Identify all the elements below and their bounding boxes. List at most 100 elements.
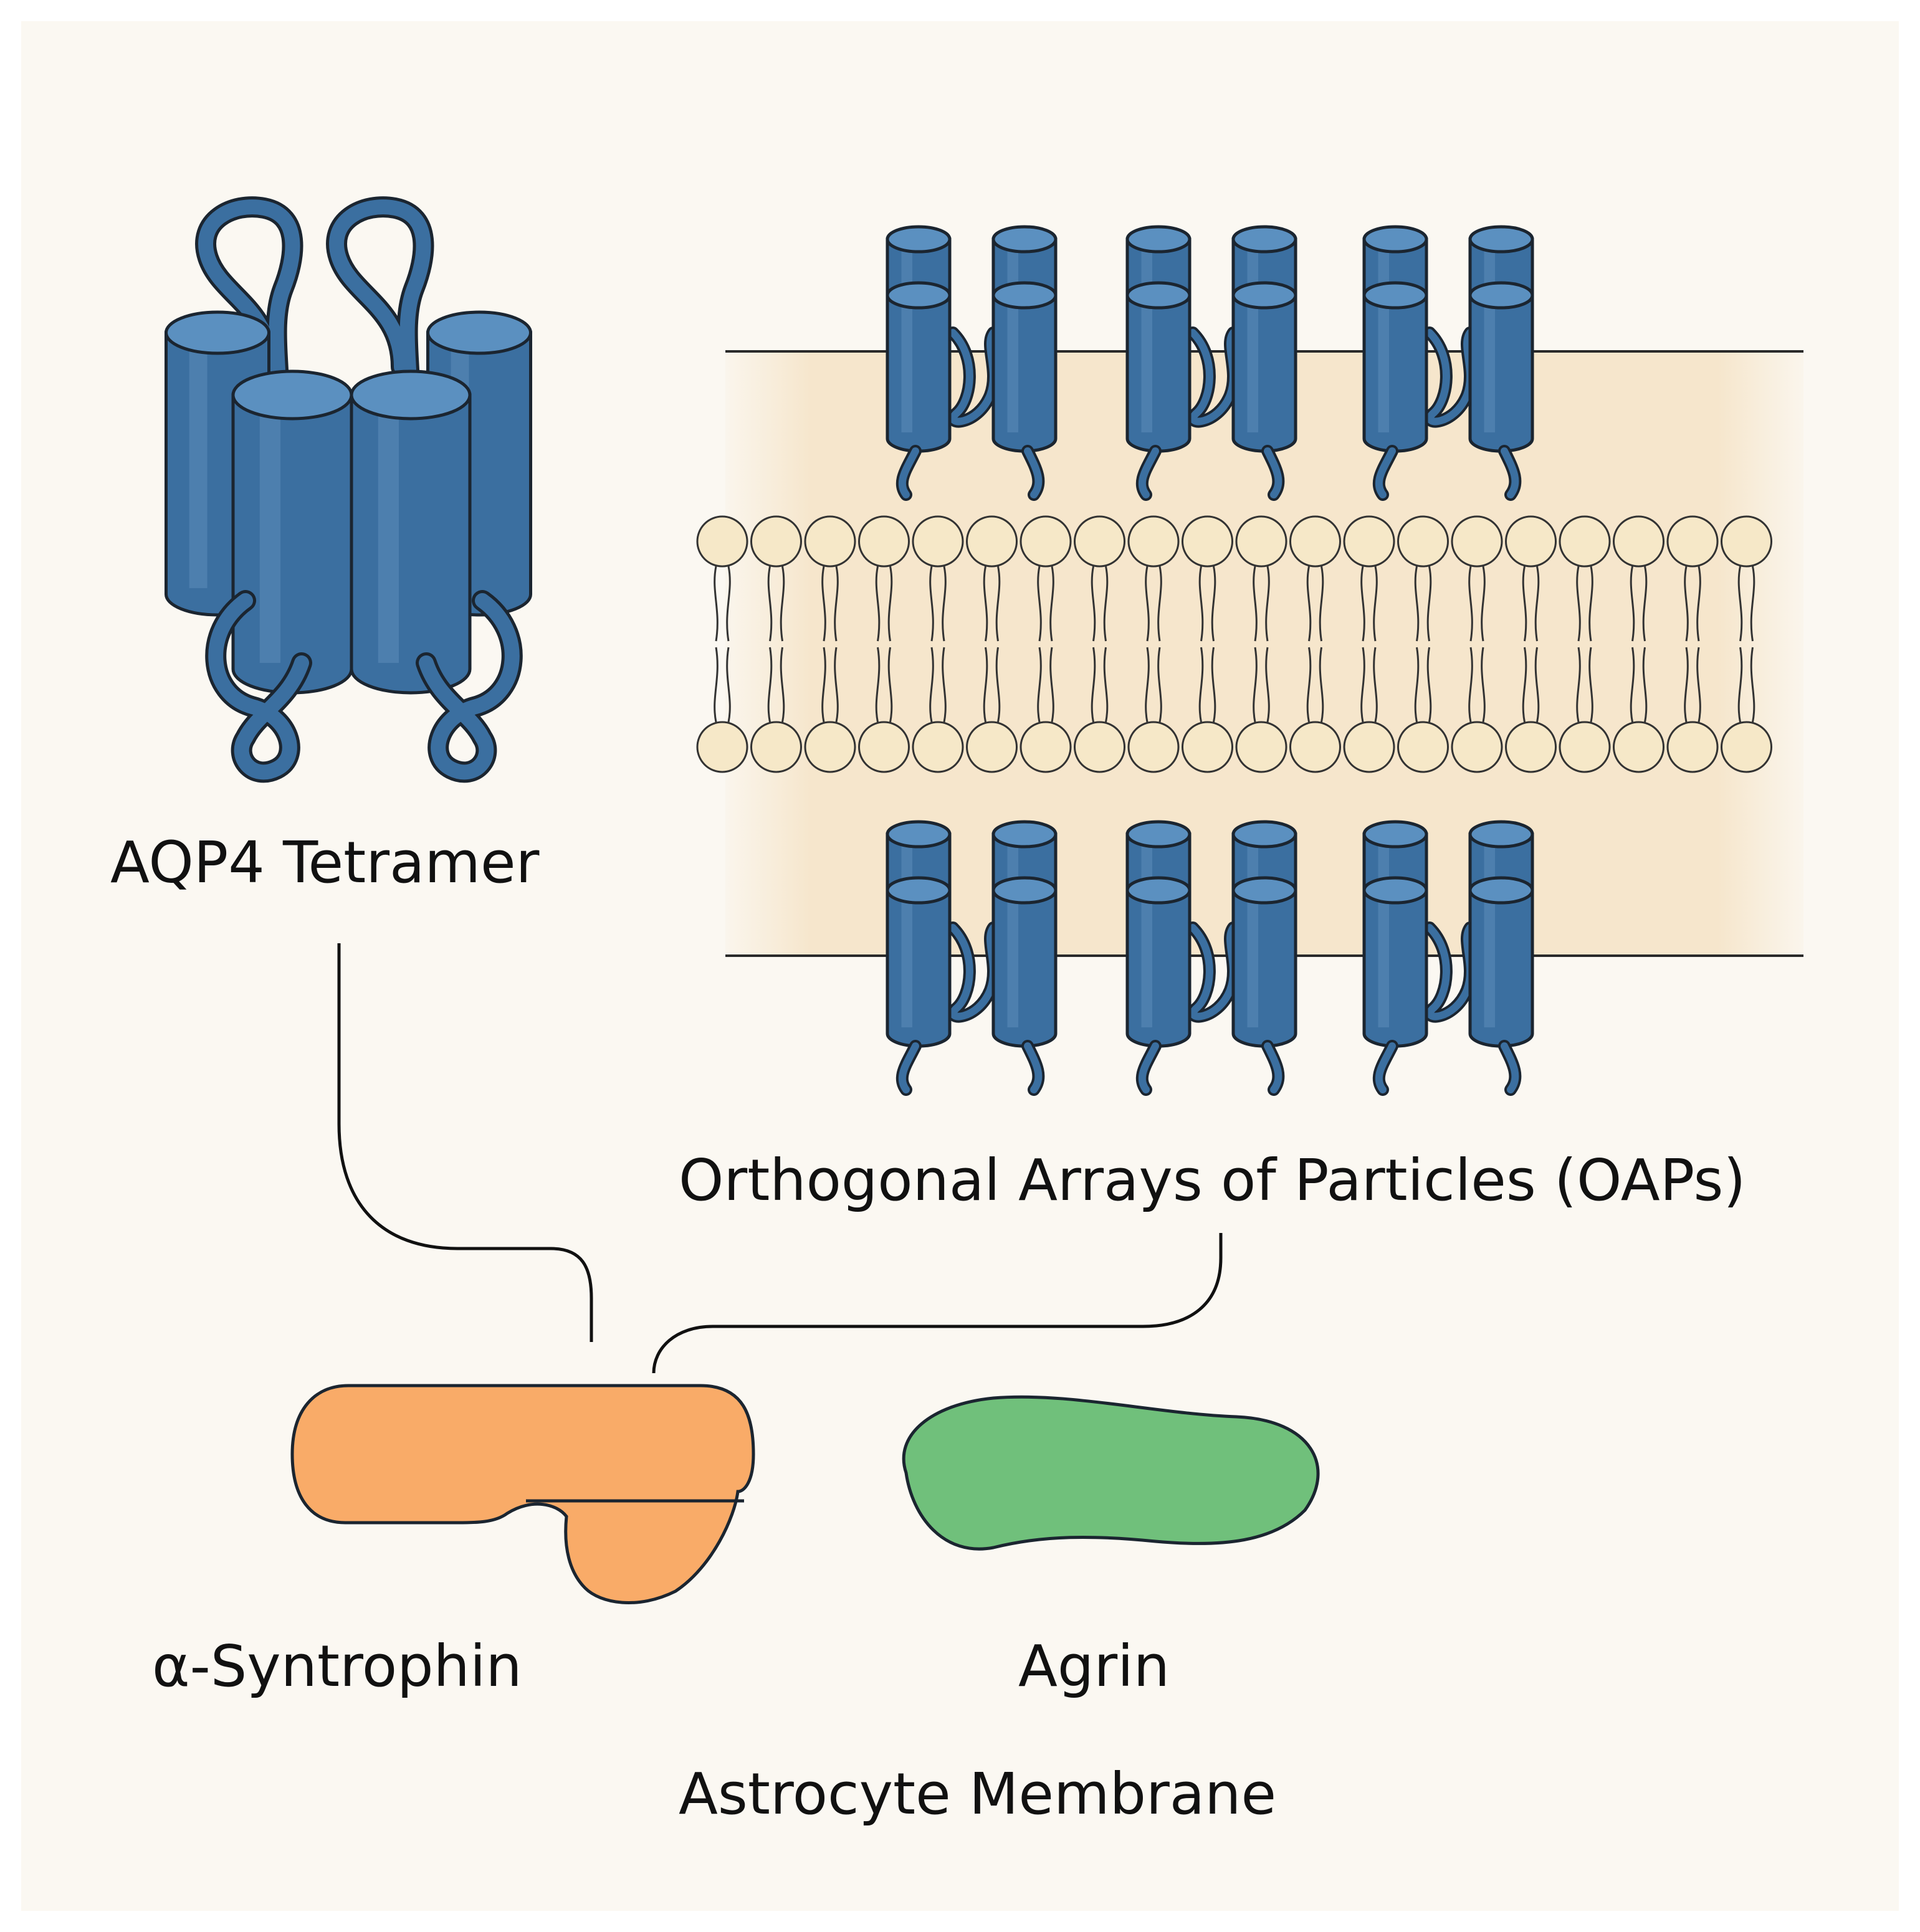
oap-tail: [896, 1040, 922, 1096]
oap-helix-front-right: [1468, 876, 1534, 1048]
lipid-head: [1235, 721, 1287, 773]
oap-tail: [1261, 445, 1285, 501]
lipid-head: [1505, 515, 1557, 568]
lipid-bilayer: [696, 515, 1772, 773]
lipid-head: [1613, 515, 1664, 568]
oap-tail: [896, 445, 922, 501]
lipid-head: [1666, 515, 1719, 568]
oap-cluster: [1125, 820, 1297, 1096]
oap-helix-front-left: [886, 876, 952, 1048]
lipid-head: [1020, 515, 1072, 568]
oap-cluster: [1362, 225, 1534, 501]
lipid-head: [1721, 515, 1772, 568]
oap-helix-front-left: [886, 281, 952, 453]
oap-tail: [1021, 445, 1045, 501]
lipid-head: [804, 721, 856, 773]
label-aqp4-tetramer: AQP4 Tetramer: [110, 829, 540, 896]
label-oaps: Orthogonal Arrays of Particles (OAPs): [679, 1147, 1746, 1214]
lipid-pair: [912, 515, 964, 773]
oap-row-bottom: [886, 820, 1534, 1096]
label-agrin: Agrin: [1018, 1633, 1170, 1700]
oap-helix-front-right: [991, 876, 1058, 1048]
lipid-head: [696, 721, 748, 773]
oap-helix-front-right: [1231, 876, 1297, 1048]
lipid-head: [912, 721, 964, 773]
oap-helix-front-left: [1362, 281, 1428, 453]
lipid-pair: [858, 515, 910, 773]
lipid-head: [1182, 721, 1233, 773]
oap-cluster: [1125, 225, 1297, 501]
lipid-pair: [1397, 515, 1449, 773]
lipid-head: [1666, 721, 1719, 773]
lipid-head: [1289, 515, 1341, 568]
lipid-pair: [1182, 515, 1233, 773]
oap-tail: [1498, 445, 1522, 501]
oap-helix-front-left: [1125, 281, 1192, 453]
oap-helix-front-right: [991, 281, 1058, 453]
lipid-pair: [1289, 515, 1341, 773]
lipid-pair: [1505, 515, 1557, 773]
lipid-pair: [1721, 515, 1772, 773]
lipid-head: [1182, 515, 1233, 568]
lipid-head: [1559, 721, 1611, 773]
lipid-pair: [966, 515, 1018, 773]
lipid-head: [696, 515, 748, 568]
diagram-canvas: [165, 196, 1803, 1604]
lipid-head: [1451, 515, 1503, 568]
oap-tail: [1135, 1040, 1162, 1096]
oap-helix-front-right: [1231, 281, 1297, 453]
lipid-pair: [1127, 515, 1180, 773]
oap-row-top: [886, 225, 1534, 501]
lipid-head: [1235, 515, 1287, 568]
lipid-head: [858, 515, 910, 568]
oap-helix-front-left: [1362, 876, 1428, 1048]
oap-tail: [1372, 445, 1398, 501]
lipid-pair: [696, 515, 748, 773]
lipid-head: [1613, 721, 1664, 773]
agrin-shape: [902, 1395, 1320, 1551]
lipid-head: [1451, 721, 1503, 773]
lipid-pair: [1666, 515, 1719, 773]
lipid-head: [750, 721, 802, 773]
lipid-head: [1127, 515, 1180, 568]
lipid-pair: [1451, 515, 1503, 773]
lipid-pair: [1235, 515, 1287, 773]
lipid-head: [966, 515, 1018, 568]
lipid-head: [804, 515, 856, 568]
lipid-pair: [1559, 515, 1611, 773]
lipid-head: [1397, 515, 1449, 568]
lipid-pair: [1613, 515, 1664, 773]
lipid-pair: [750, 515, 802, 773]
oap-tail: [1498, 1040, 1522, 1096]
lipid-head: [966, 721, 1018, 773]
oap-cluster: [886, 225, 1058, 501]
oap-tail: [1135, 445, 1162, 501]
lipid-head: [1127, 721, 1180, 773]
lipid-head: [1721, 721, 1772, 773]
lipid-head: [912, 515, 964, 568]
connector-oaps-to-syntrophin: [652, 1233, 1223, 1374]
aqp4-tetramer: [165, 196, 532, 783]
oap-helix-front-right: [1468, 281, 1534, 453]
tetramer-helix-front-left: [231, 369, 353, 695]
lipid-pair: [1020, 515, 1072, 773]
label-astrocyte-membrane: Astrocyte Membrane: [679, 1761, 1277, 1827]
lipid-pair: [1343, 515, 1395, 773]
lipid-pair: [804, 515, 856, 773]
lipid-head: [1343, 515, 1395, 568]
lipid-head: [1074, 721, 1125, 773]
oap-tail: [1372, 1040, 1398, 1096]
connector-tetramer-to-syntrophin: [337, 943, 593, 1342]
lipid-head: [1505, 721, 1557, 773]
lipid-head: [858, 721, 910, 773]
oap-tail: [1261, 1040, 1285, 1096]
oap-cluster: [1362, 820, 1534, 1096]
oap-cluster: [886, 820, 1058, 1096]
lipid-head: [1074, 515, 1125, 568]
lipid-head: [1343, 721, 1395, 773]
lipid-head: [750, 515, 802, 568]
alpha-syntrophin-shape: [290, 1384, 755, 1604]
oap-tail: [1021, 1040, 1045, 1096]
tetramer-helix-front-right: [350, 369, 472, 695]
lipid-head: [1559, 515, 1611, 568]
